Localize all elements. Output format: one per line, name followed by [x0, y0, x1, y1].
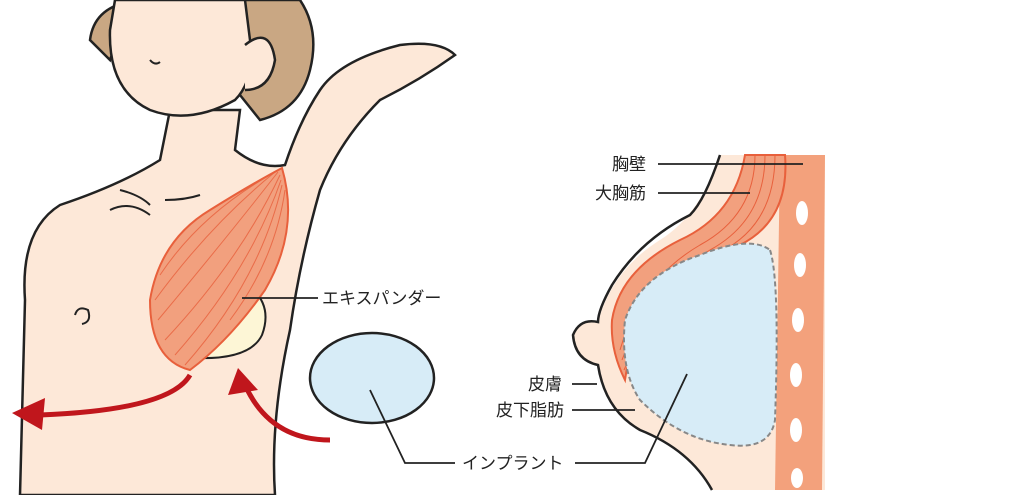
figure-torso [12, 0, 457, 495]
label-skin: 皮膚 [528, 375, 562, 395]
pectoralis-muscle [148, 166, 290, 372]
nipple [74, 307, 91, 325]
skin-outline [571, 154, 722, 491]
arrow-left [39, 373, 193, 418]
ribs [790, 201, 808, 488]
arrow-left-head [12, 398, 45, 430]
label-pectoralis-major: 大胸筋 [595, 184, 646, 204]
label-expander: エキスパンダー [322, 289, 441, 309]
face [108, 0, 253, 117]
leader-lines [242, 163, 803, 464]
implant-standalone [308, 331, 436, 425]
label-implant: インプラント [462, 454, 564, 474]
breast-cross-section [571, 154, 825, 491]
implant-in-place [623, 242, 778, 447]
ear [244, 36, 277, 92]
label-subcutaneous-fat: 皮下脂肪 [496, 401, 564, 421]
arrow-right-head [228, 368, 258, 395]
mouth [149, 59, 161, 65]
arrow-right [242, 383, 331, 443]
label-chest-wall: 胸壁 [612, 155, 646, 175]
